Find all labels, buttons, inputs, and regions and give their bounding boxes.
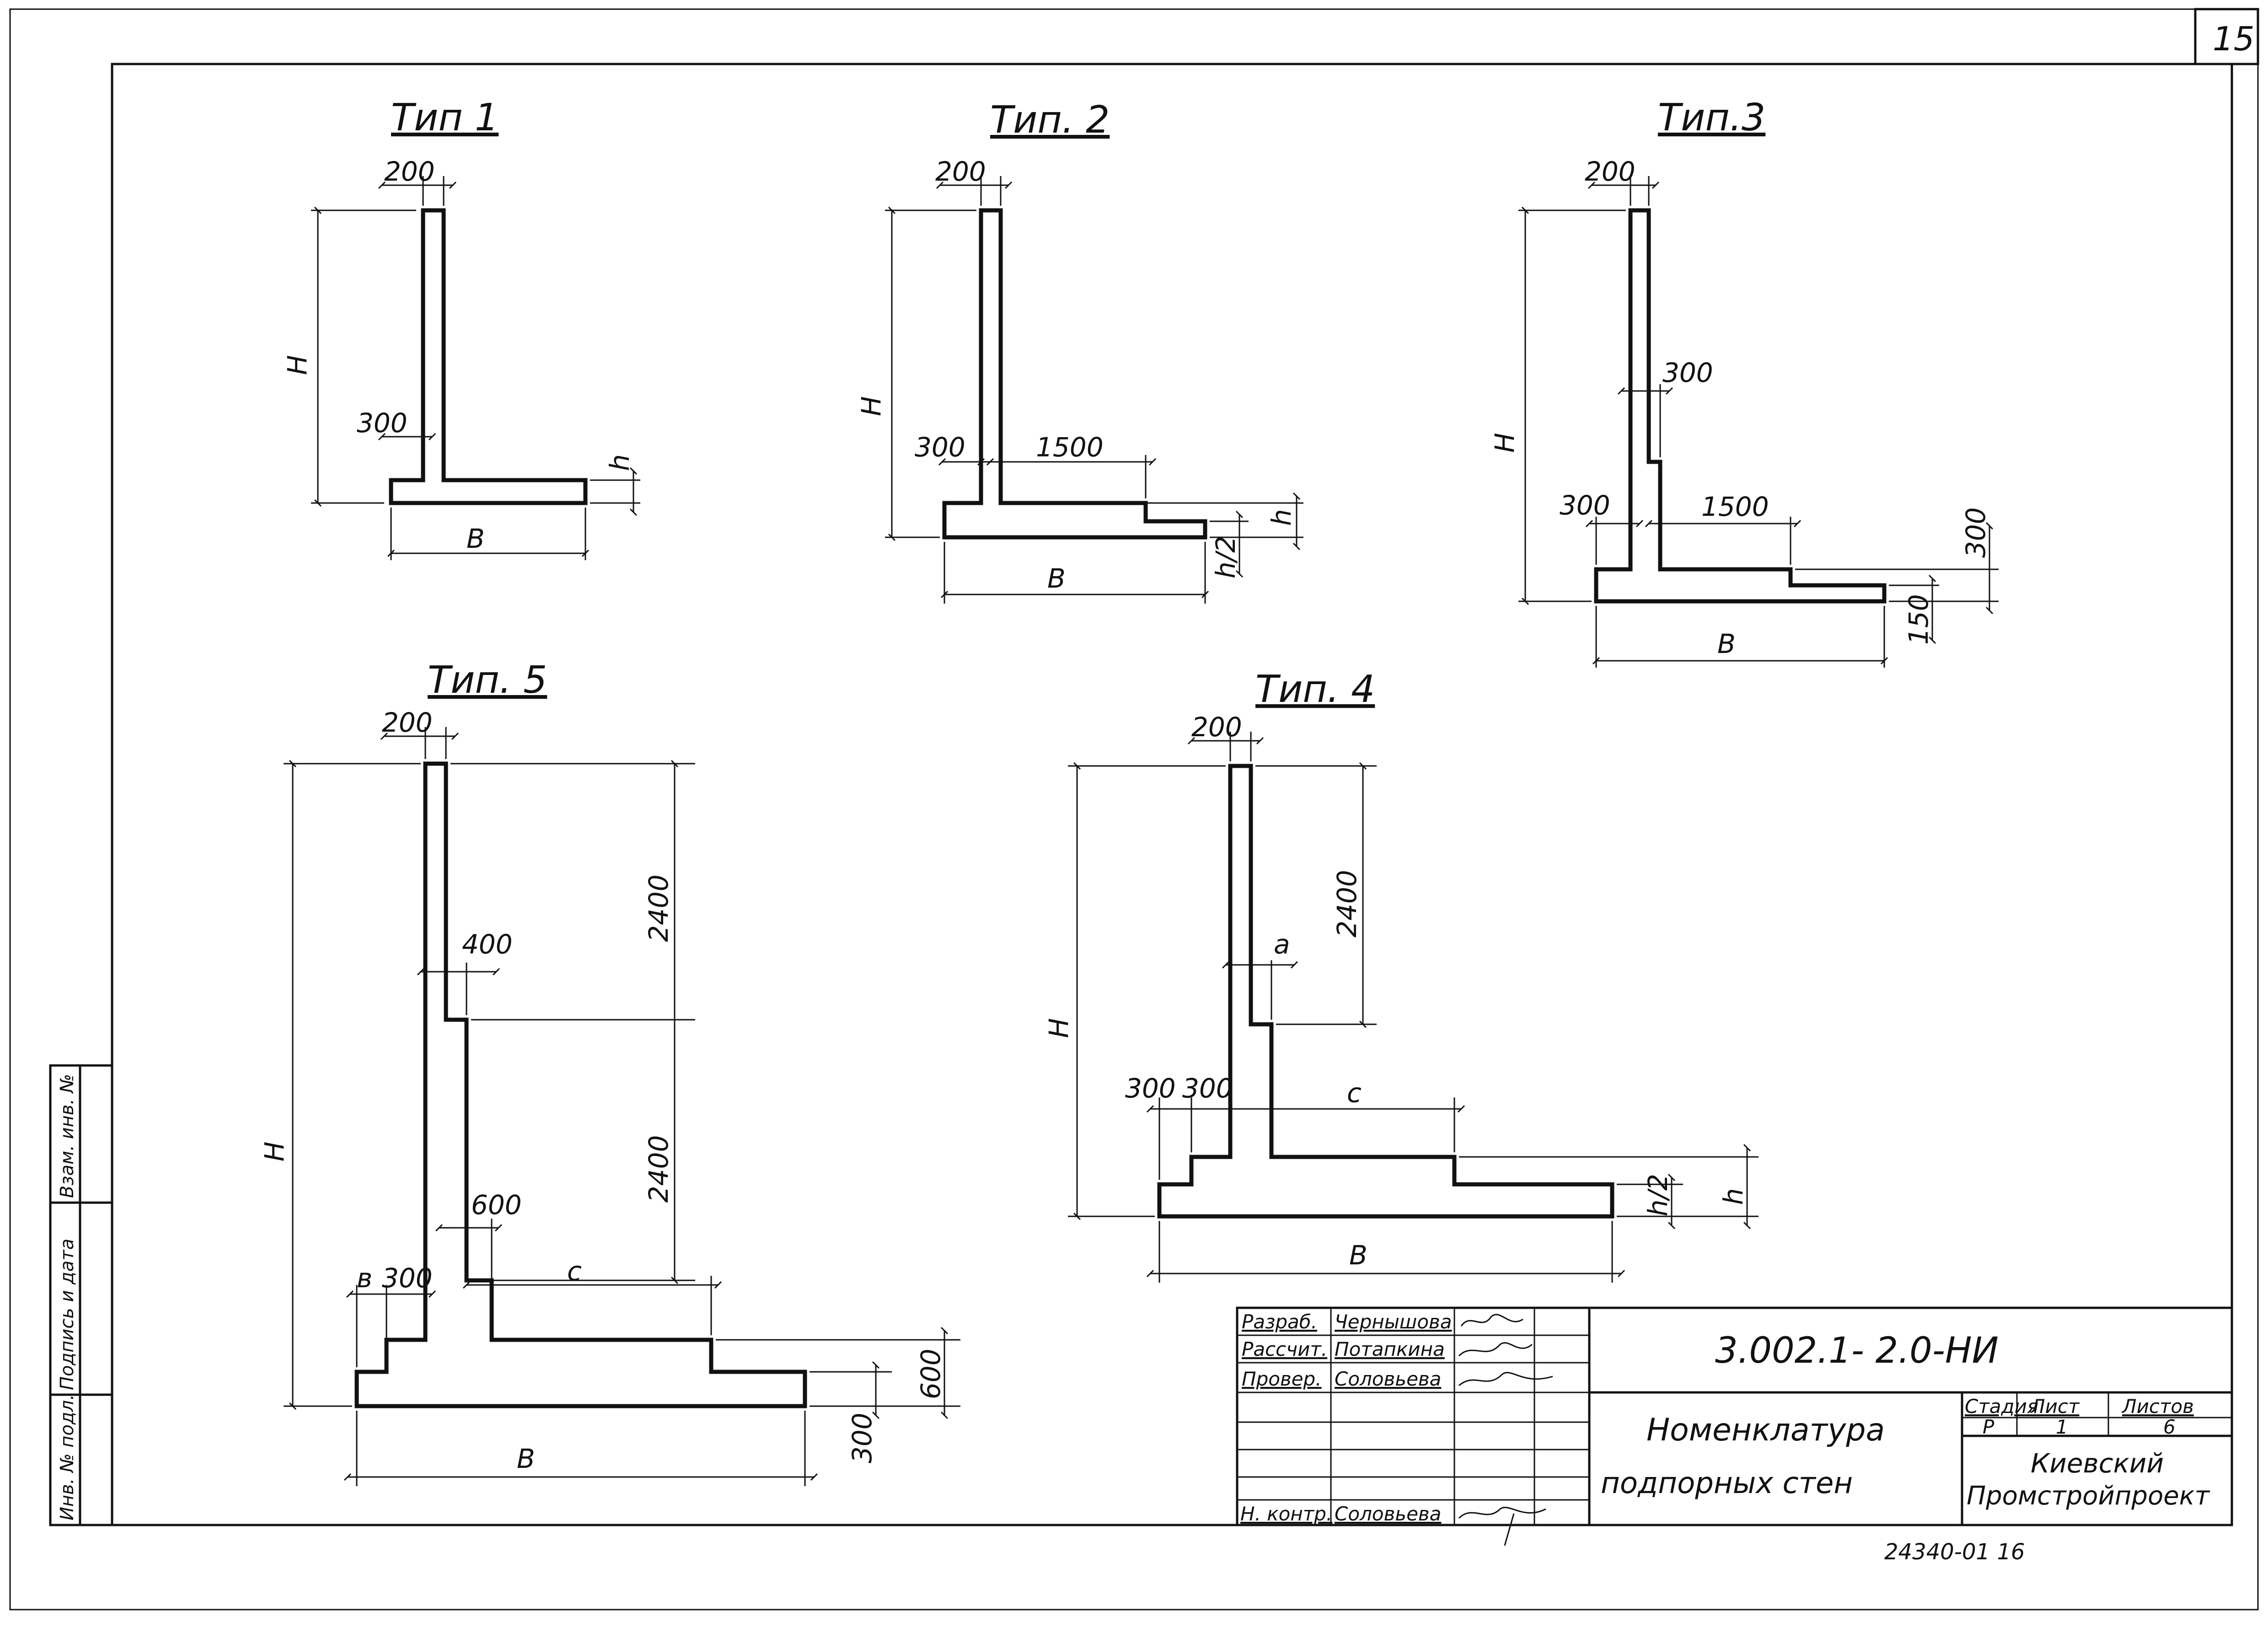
type5-outline: [354, 761, 807, 1408]
wall-type-2: Тип. 2 200 Н 300 1500 h h/2 В: [856, 98, 1303, 604]
type4-dim-300a: 300: [1125, 1073, 1176, 1104]
tb-role-2: Рассчит.: [1242, 1338, 1327, 1360]
type1-dim-B: В: [466, 523, 485, 554]
type2-dim-h2: h/2: [1210, 536, 1241, 578]
wall-type-4: Тип. 4 200 Н 2400 а 300 300 с h h/2: [1043, 668, 1759, 1283]
type3-dim-300-step: 300: [1560, 490, 1610, 521]
wall-type-5: Тип. 5 200 Н 2400 2400 400 600 в 300 с: [259, 658, 960, 1486]
type2-dim-300: 300: [915, 432, 965, 463]
type3-title: Тип.3: [1658, 96, 1765, 139]
tb-sheet-value: 1: [2056, 1416, 2068, 1438]
tb-name-1: Чернышова: [1335, 1311, 1452, 1333]
type5-dim-200: 200: [382, 707, 433, 738]
signature-3: [1458, 1372, 1553, 1386]
type1-dim-300: 300: [357, 407, 407, 439]
type3-dim-150: 150: [1903, 594, 1934, 645]
type1-dim-h: h: [604, 454, 635, 471]
tb-stage-label: Стадия: [1965, 1395, 2038, 1418]
type1-outline: [389, 208, 588, 505]
type4-dim-300b: 300: [1182, 1073, 1233, 1104]
type4-dim-a: а: [1274, 929, 1290, 960]
type4-dim-200: 200: [1191, 712, 1242, 743]
type2-dim-H: Н: [856, 396, 887, 416]
type2-outline: [942, 208, 1207, 540]
stamp-sign-date: Подпись и дата: [57, 1239, 78, 1390]
type1-title: Тип 1: [391, 96, 499, 139]
type4-dim-c: с: [1347, 1077, 1362, 1108]
tb-sheets-label: Листов: [2121, 1395, 2194, 1418]
type5-dim-c: с: [567, 1256, 582, 1287]
tb-sheets-value: 6: [2163, 1416, 2176, 1438]
tb-role-7: Н. контр.: [1240, 1503, 1332, 1525]
type5-dim-B: В: [517, 1443, 535, 1474]
tb-doc-code: 3.002.1- 2.0-НИ: [1715, 1330, 1999, 1371]
type2-dim-B: В: [1047, 563, 1066, 594]
tb-role-3: Провер.: [1242, 1368, 1322, 1390]
type1-dim-200: 200: [384, 156, 435, 187]
stamp-inv-no: Инв. № подл.: [57, 1394, 78, 1520]
tb-stage-value: Р: [1983, 1416, 1995, 1438]
type5-dim-400: 400: [462, 929, 513, 960]
stamp-vzam-inv: Взам. инв. №: [57, 1074, 78, 1198]
title-block: Разраб. Рассчит. Провер. Н. контр. Черны…: [1236, 1306, 2233, 1546]
signature-7: [1458, 1507, 1546, 1546]
type3-outline: [1594, 208, 1887, 604]
type4-outline: [1157, 764, 1614, 1219]
type1-dim-H: Н: [282, 355, 313, 375]
sheet-number: 15: [2213, 20, 2255, 58]
side-stamp: Взам. инв. № Подпись и дата Инв. № подл.: [49, 1064, 113, 1526]
archive-number: 24340-01 16: [1884, 1539, 2025, 1565]
type4-dim-h2: h/2: [1642, 1174, 1673, 1216]
type3-dim-200: 200: [1585, 156, 1635, 187]
type5-title: Тип. 5: [428, 658, 547, 702]
tb-role-1: Разраб.: [1242, 1311, 1317, 1333]
type3-dim-B: В: [1717, 628, 1736, 659]
type3-dim-300-mid: 300: [1662, 357, 1713, 388]
tb-title-line1: Номенклатура: [1646, 1412, 1885, 1448]
type4-dim-B: В: [1349, 1240, 1367, 1271]
type5-dim-600: 600: [471, 1189, 522, 1220]
tb-name-2: Потапкина: [1335, 1338, 1445, 1360]
type5-dim-2400-lower: 2400: [643, 1135, 674, 1203]
type2-dim-1500: 1500: [1036, 432, 1104, 463]
type5-dim-600-v: 600: [915, 1349, 946, 1399]
inner-frame: [111, 63, 2233, 1526]
tb-sheet-label: Лист: [2030, 1395, 2080, 1418]
type5-dim-300-v: 300: [847, 1413, 878, 1463]
type5-dim-300: 300: [382, 1263, 433, 1294]
type2-title: Тип. 2: [990, 98, 1110, 142]
type4-dim-2400: 2400: [1331, 870, 1362, 937]
signature-1: [1460, 1314, 1523, 1327]
tb-name-7: Соловьева: [1335, 1503, 1441, 1525]
type5-dim-b: в: [357, 1263, 372, 1294]
type2-dim-200: 200: [935, 156, 986, 187]
type3-dim-1500: 1500: [1701, 491, 1769, 522]
tb-org-line1: Киевский: [2031, 1448, 2164, 1479]
type2-dim-h: h: [1266, 509, 1297, 526]
type3-dim-300-v: 300: [1960, 507, 1991, 558]
sheet-number-box: [2194, 8, 2259, 65]
tb-name-3: Соловьева: [1335, 1368, 1441, 1390]
wall-type-1: Тип 1 200 Н 300 h В: [282, 96, 640, 560]
type4-dim-H: Н: [1043, 1018, 1074, 1038]
signature-2: [1458, 1342, 1533, 1357]
wall-type-3: Тип.3 200 Н 300 300 1500 300 150 В: [1489, 96, 1999, 668]
type4-dim-h: h: [1718, 1188, 1749, 1205]
type3-dim-H: Н: [1489, 433, 1520, 453]
tb-org-line2: Промстройпроект: [1967, 1481, 2210, 1511]
type4-title: Тип. 4: [1255, 668, 1375, 711]
outer-border: [9, 8, 2259, 1611]
type5-dim-H: Н: [259, 1141, 290, 1161]
type5-dim-2400-upper: 2400: [643, 874, 674, 942]
tb-title-line2: подпорных стен: [1601, 1466, 1853, 1500]
